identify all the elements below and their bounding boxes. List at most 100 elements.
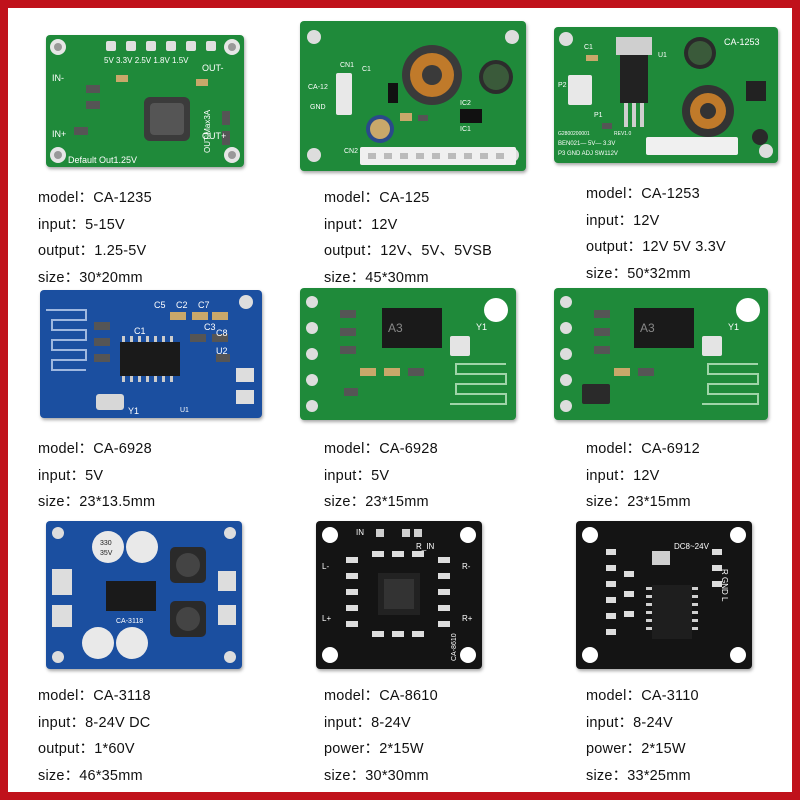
silk-c8: C8 — [216, 328, 228, 338]
silk-in-plus: IN+ — [52, 129, 66, 139]
silk-ca-3118: CA-3118 — [116, 618, 143, 625]
silk-chip-a3: A3 — [640, 321, 655, 335]
silk-u2: U2 — [216, 346, 228, 356]
spec-list-ca8610: model：CA-8610 input：8-24V power：2*15W si… — [324, 683, 438, 789]
silk-r-gnd-l: R GND L — [720, 569, 729, 602]
spec-model-ca6912: model：CA-6912 — [586, 441, 700, 457]
pcb-image-ca1253: CA-1253 U1 C1 P2 P1 G2800200001 REV1.0 B… — [554, 27, 778, 163]
spec-size-ca3110: size：33*25mm — [586, 767, 691, 784]
spec-list-ca3110: model：CA-3110 input：8-24V power：2*15W si… — [586, 683, 699, 789]
silk-in-minus: IN- — [52, 73, 64, 83]
silk-in: IN — [356, 528, 364, 537]
spec-input-ca6912: input：12V — [586, 467, 660, 484]
silk-rev: REV1.0 — [614, 131, 631, 137]
silk-y1: Y1 — [476, 322, 487, 332]
spec-size-ca8610: size：30*30mm — [324, 767, 429, 784]
silk-out-minus: OUT- — [202, 63, 224, 73]
silk-c2: C2 — [176, 300, 188, 310]
silk-chip-a3: A3 — [388, 321, 403, 335]
spec-model-ca1235: model：CA-1235 — [38, 190, 152, 206]
silk-p1: P1 — [594, 112, 603, 119]
spec-input-ca6928b: input：5V — [324, 467, 390, 484]
silk-ic2: IC2 — [460, 100, 471, 107]
silk-cap-value: 330 — [100, 540, 112, 547]
silk-c7: C7 — [198, 300, 210, 310]
silk-y1: Y1 — [728, 322, 739, 332]
silk-cn1: CN1 — [340, 62, 354, 69]
silk-out-plus: OUT+ — [202, 131, 226, 141]
silk-line2: P3 GND ADJ SW112V — [558, 151, 618, 157]
spec-model-ca8610: model：CA-8610 — [324, 688, 438, 704]
spec-model-ca6928a: model：CA-6928 — [38, 441, 152, 457]
spec-list-ca1235: model：CA-1235 input：5-15V output：1.25-5V… — [38, 185, 152, 291]
silk-line1: BEN021— 5V— 3.3V — [558, 141, 615, 147]
silk-c5: C5 — [154, 300, 166, 310]
silk-ca-1253: CA-1253 — [724, 37, 760, 47]
pcb-image-ca1235: IN- IN+ OUT- OUT+ Default Out1.25V 5V 3.… — [46, 35, 244, 167]
spec-list-ca3118: model：CA-3118 input：8-24V DC output：1*60… — [38, 683, 151, 789]
spec-input-ca6928a: input：5V — [38, 467, 104, 484]
silk-r-plus: R+ — [462, 614, 473, 623]
spec-model-ca1253: model：CA-1253 — [586, 186, 700, 202]
silk-u1: U1 — [180, 407, 189, 414]
spec-model-ca6928b: model：CA-6928 — [324, 441, 438, 457]
silk-c1: C1 — [584, 44, 593, 51]
silk-u1: U1 — [658, 52, 667, 59]
spec-model-ca125: model：CA-125 — [324, 190, 430, 206]
spec-list-ca6928a: model：CA-6928 input：5V size：23*13.5mm — [38, 436, 155, 516]
spec-output-ca1235: output：1.25-5V — [38, 243, 147, 259]
silk-p2: P2 — [558, 82, 567, 89]
spec-input-ca125: input：12V — [324, 216, 398, 233]
silk-out-max: OUT:Max3A — [203, 109, 212, 153]
silk-code: G2800200001 — [558, 131, 590, 137]
silk-cap-volt: 35V — [100, 550, 113, 557]
silk-l-minus: L- — [322, 562, 329, 571]
spec-list-ca6912: model：CA-6912 input：12V size：23*15mm — [586, 436, 700, 516]
spec-input-ca8610: input：8-24V — [324, 714, 411, 731]
spec-output-ca125: output：12V、5V、5VSB — [324, 243, 493, 259]
silk-ic1: IC1 — [460, 126, 471, 133]
spec-size-ca6912: size：23*15mm — [586, 494, 691, 510]
pcb-image-ca6928a: C5 C2 C7 C1 C3 C8 U2 Y1 U1 — [40, 290, 262, 418]
spec-model-ca3118: model：CA-3118 — [38, 688, 151, 704]
silk-ca-8610: CA-8610 — [451, 633, 458, 661]
silk-l-plus: L+ — [322, 614, 331, 623]
silk-r-minus: R- — [462, 562, 471, 571]
spec-power-ca8610: power：2*15W — [324, 741, 424, 757]
spec-input-ca1253: input：12V — [586, 212, 660, 229]
silk-c1: C1 — [134, 326, 146, 336]
spec-output-ca1253: output：12V 5V 3.3V — [586, 239, 726, 255]
pcb-image-ca6912: A3 Y1 — [554, 288, 768, 420]
spec-size-ca3118: size：46*35mm — [38, 767, 143, 784]
pcb-image-ca8610: IN R_IN L- L+ R- R+ CA-8610 — [316, 521, 482, 669]
pcb-image-ca3110: DC8~24V R GND L — [576, 521, 752, 669]
spec-size-ca1235: size：30*20mm — [38, 269, 143, 286]
spec-size-ca1253: size：50*32mm — [586, 265, 691, 282]
spec-list-ca6928b: model：CA-6928 input：5V size：23*15mm — [324, 436, 438, 516]
silk-cn2: CN2 — [344, 148, 358, 155]
spec-input-ca3110: input：8-24V — [586, 714, 673, 731]
spec-size-ca125: size：45*30mm — [324, 269, 429, 286]
spec-size-ca6928a: size：23*13.5mm — [38, 494, 156, 510]
pcb-image-ca3118: 330 35V CA-3118 — [46, 521, 242, 669]
product-frame: IN- IN+ OUT- OUT+ Default Out1.25V 5V 3.… — [8, 8, 792, 792]
silk-r-in: R_IN — [416, 542, 434, 551]
silk-default-out: Default Out1.25V — [68, 155, 137, 165]
silk-v-labels: 5V 3.3V 2.5V 1.8V 1.5V — [104, 56, 189, 65]
spec-list-ca125: model：CA-125 input：12V output：12V、5V、5VS… — [324, 185, 492, 291]
pcb-image-ca125: CA-12 GND C1 IC1 IC2 CN1 CN2 — [300, 21, 526, 171]
silk-dc-input: DC8~24V — [674, 542, 710, 551]
silk-ca-12: CA-12 — [308, 84, 328, 91]
silk-c1: C1 — [362, 66, 371, 73]
spec-list-ca1253: model：CA-1253 input：12V output：12V 5V 3.… — [586, 181, 726, 287]
silk-gnd: GND — [310, 104, 326, 111]
spec-size-ca6928b: size：23*15mm — [324, 494, 429, 510]
spec-power-ca3110: power：2*15W — [586, 741, 686, 757]
pcb-image-ca6928b: A3 Y1 — [300, 288, 516, 420]
spec-input-ca1235: input：5-15V — [38, 216, 125, 233]
silk-y1: Y1 — [128, 406, 139, 416]
spec-output-ca3118: output：1*60V — [38, 741, 135, 757]
spec-input-ca3118: input：8-24V DC — [38, 714, 151, 731]
spec-model-ca3110: model：CA-3110 — [586, 688, 699, 704]
silk-c3: C3 — [204, 322, 216, 332]
